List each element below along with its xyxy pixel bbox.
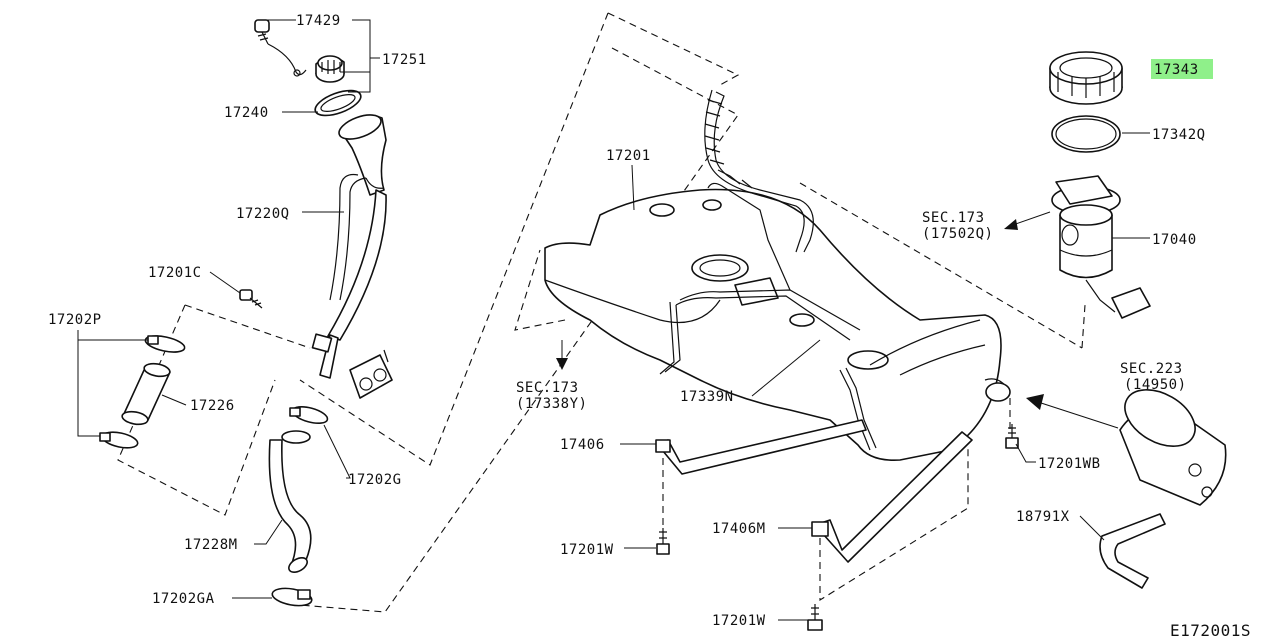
filler-tube [311, 114, 393, 399]
label-sec173-a-line2[interactable]: (17338Y) [516, 396, 587, 412]
fuel-pump [1051, 175, 1151, 319]
label-17226[interactable]: 17226 [190, 398, 235, 414]
label-17251[interactable]: 17251 [382, 52, 427, 68]
label-sec223-line1[interactable]: SEC.223 [1120, 361, 1183, 377]
bolts [656, 424, 1019, 631]
arrows [556, 211, 1119, 429]
label-17040[interactable]: 17040 [1152, 232, 1197, 248]
label-17220Q[interactable]: 17220Q [236, 206, 290, 222]
fuel-tank [544, 188, 1011, 462]
label-sec173-b-line1[interactable]: SEC.173 [922, 210, 985, 226]
label-sec173-a-line1[interactable]: SEC.173 [516, 380, 579, 396]
label-17406[interactable]: 17406 [560, 437, 605, 453]
filler-cap-assembly [254, 19, 362, 117]
label-17201W-1[interactable]: 17201W [560, 542, 614, 558]
label-17202GA[interactable]: 17202GA [152, 591, 215, 607]
label-17240[interactable]: 17240 [224, 105, 269, 121]
label-17202G[interactable]: 17202G [348, 472, 402, 488]
label-17201C[interactable]: 17201C [148, 265, 202, 281]
label-17343[interactable]: 17343 [1154, 62, 1199, 78]
label-17228M[interactable]: 17228M [184, 537, 238, 553]
leader-lines [77, 19, 1150, 621]
label-17201[interactable]: 17201 [606, 148, 651, 164]
bolt-17201C [239, 289, 263, 309]
label-18791X[interactable]: 18791X [1016, 509, 1070, 525]
o-ring [1051, 115, 1121, 153]
lock-ring [1049, 51, 1123, 105]
label-17429[interactable]: 17429 [296, 13, 341, 29]
label-17342Q[interactable]: 17342Q [1152, 127, 1206, 143]
label-17339N[interactable]: 17339N [680, 389, 734, 405]
label-17202P[interactable]: 17202P [48, 312, 102, 328]
hose-and-clamps [99, 335, 186, 449]
hose-17228M [268, 405, 329, 607]
label-17201W-2[interactable]: 17201W [712, 613, 766, 629]
label-highlight [1151, 59, 1213, 79]
label-17201WB[interactable]: 17201WB [1038, 456, 1101, 472]
diagram-id: E172001S [1170, 621, 1251, 640]
label-sec173-b-line2[interactable]: (17502Q) [922, 226, 993, 242]
label-sec223-line2[interactable]: (14950) [1124, 377, 1187, 393]
tank-straps [655, 419, 973, 563]
label-17406M[interactable]: 17406M [712, 521, 766, 537]
vent-tube [702, 89, 814, 291]
part-labels: 17429 17251 17240 17220Q 17201C 17202P 1… [48, 13, 1251, 640]
evap-canister [1099, 389, 1227, 589]
